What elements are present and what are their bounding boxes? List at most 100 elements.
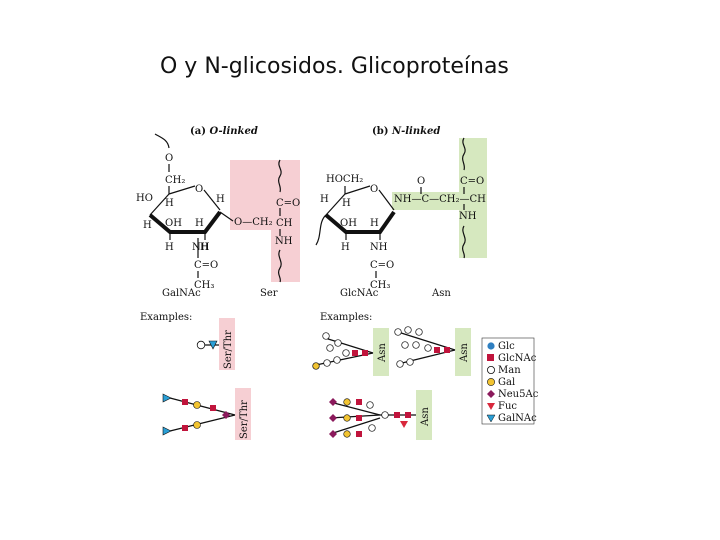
n-atom-o-side: O [417, 176, 425, 187]
ring-thick-edge [148, 210, 222, 234]
legend: Glc GlcNAc Man Gal Neu5Ac Fuc GalNAc [481, 337, 539, 425]
asn-chain-squiggle-bottom [461, 225, 466, 259]
n-link-highlight [392, 192, 459, 210]
man-circle-icon [368, 424, 376, 432]
n-atom-nh-bottom: NH [370, 242, 388, 253]
gal-circle-icon [343, 414, 351, 422]
glcnac-square-icon [210, 405, 216, 411]
glcnac-square-icon [356, 415, 362, 421]
asn-band-3 [416, 390, 432, 440]
legend-label-0: Glc [498, 341, 515, 352]
n-glycan-example-2 [394, 326, 456, 368]
glcnac-label: GlcNAc [340, 288, 379, 299]
atom-o-top: O [165, 153, 173, 164]
n-atom-nh-asn: NH [459, 211, 477, 222]
atom-link-o: O—CH₂ [234, 217, 273, 228]
asn-chain-squiggle-top [461, 137, 466, 171]
gal-circle-icon [312, 362, 320, 370]
gal-circle-icon [193, 401, 201, 409]
asn-highlight [459, 138, 487, 258]
atom-h2: H [216, 194, 225, 205]
man-circle-icon [366, 401, 374, 409]
ser-chain-squiggle-top [277, 159, 282, 193]
page-title: O y N-glicosidos. Glicoproteínas [160, 54, 509, 79]
man-circle-icon [412, 341, 420, 349]
n-linked-header: (b) N-linked [372, 126, 440, 137]
atom-ser-nh: NH [275, 236, 293, 247]
n-glycan-example-3 [329, 398, 416, 438]
galnac-triangle-icon [162, 426, 172, 436]
legend-label-4: Neu5Ac [498, 389, 539, 400]
atom-hoch2: HOCH₂ [326, 174, 363, 185]
man-circle-icon [401, 341, 409, 349]
man-circle-icon [322, 332, 330, 340]
asn-example-label-2: Asn [459, 343, 470, 363]
o-linked-header: (a) O-linked [190, 126, 258, 137]
man-circle-icon [424, 344, 432, 352]
man-circle-icon [415, 328, 423, 336]
neu5ac-legend-icon [487, 390, 495, 398]
glc-legend-icon [487, 342, 495, 350]
o-examples-label: Examples: [140, 312, 192, 323]
legend-label-3: Gal [498, 377, 515, 388]
fuc-triangle-icon [400, 421, 408, 428]
legend-label-5: Fuc [498, 401, 517, 412]
atom-h5: H [165, 242, 174, 253]
ser-thr-band-2 [235, 388, 251, 440]
atom-h6: H [200, 242, 209, 253]
n-atom-c-eq-o: C=O [460, 176, 484, 187]
n-atom-h2: H [342, 198, 351, 209]
atom-ch2: CH₂ [165, 175, 185, 186]
man-legend-icon [486, 365, 495, 374]
atom-ch: CH [276, 218, 293, 229]
atom-ch3: CH₃ [194, 280, 214, 291]
glcnac-square-icon [444, 347, 450, 353]
n-atom-ch3-bottom: CH₃ [370, 280, 390, 291]
atom-oh: OH [165, 218, 182, 229]
galnac-label: GalNAc [162, 288, 201, 299]
gal-circle-icon [193, 421, 201, 429]
n-atom-h3: H [370, 218, 379, 229]
man-circle-icon [196, 340, 206, 350]
atom-h1: H [165, 198, 174, 209]
legend-label-2: Man [498, 365, 521, 376]
asn-example-label-3: Asn [420, 407, 431, 427]
asn-band-1 [373, 328, 389, 376]
n-examples-label: Examples: [320, 312, 372, 323]
man-circle-icon [342, 349, 350, 357]
glcnac-square-icon [352, 350, 358, 356]
man-circle-icon [323, 359, 331, 367]
gal-circle-icon [343, 430, 351, 438]
fuc-legend-icon [487, 403, 495, 410]
man-circle-icon [394, 328, 402, 336]
neu5ac-diamond-icon [329, 414, 337, 422]
atom-h4: H [143, 220, 152, 231]
n-atom-link: NH—C—CH₂—CH [394, 194, 486, 205]
glcnac-square-icon [356, 399, 362, 405]
glcnac-square-icon [356, 431, 362, 437]
ser-label: Ser [260, 288, 278, 299]
n-atom-co-bottom: C=O [370, 260, 394, 271]
ser-thr-label-2: Ser/Thr [239, 400, 250, 439]
man-circle-icon [333, 356, 341, 364]
neu5ac-diamond-icon [329, 430, 337, 438]
glcnac-square-icon [405, 412, 411, 418]
man-circle-icon [326, 344, 334, 352]
gal-legend-icon [487, 378, 495, 386]
glcnac-square-icon [182, 425, 188, 431]
ser-chain-squiggle-bottom [277, 249, 282, 283]
glcnac-square-icon [394, 412, 400, 418]
galnac-triangle-icon [162, 393, 172, 403]
ring-o-atom: O [195, 184, 203, 195]
n-atom-h4: H [341, 242, 350, 253]
neu5ac-diamond-icon [329, 398, 337, 406]
o-glycan-example-2 [162, 393, 236, 436]
ser-highlight [271, 160, 300, 282]
ser-thr-band-1 [219, 318, 235, 370]
chain-squiggle [154, 133, 170, 149]
asn-label: Asn [431, 288, 451, 299]
n-glycan-example-1 [312, 332, 374, 370]
neu5ac-diamond-icon [222, 411, 230, 419]
ser-thr-label-1: Ser/Thr [223, 330, 234, 369]
n-ring-o-atom: O [370, 184, 378, 195]
